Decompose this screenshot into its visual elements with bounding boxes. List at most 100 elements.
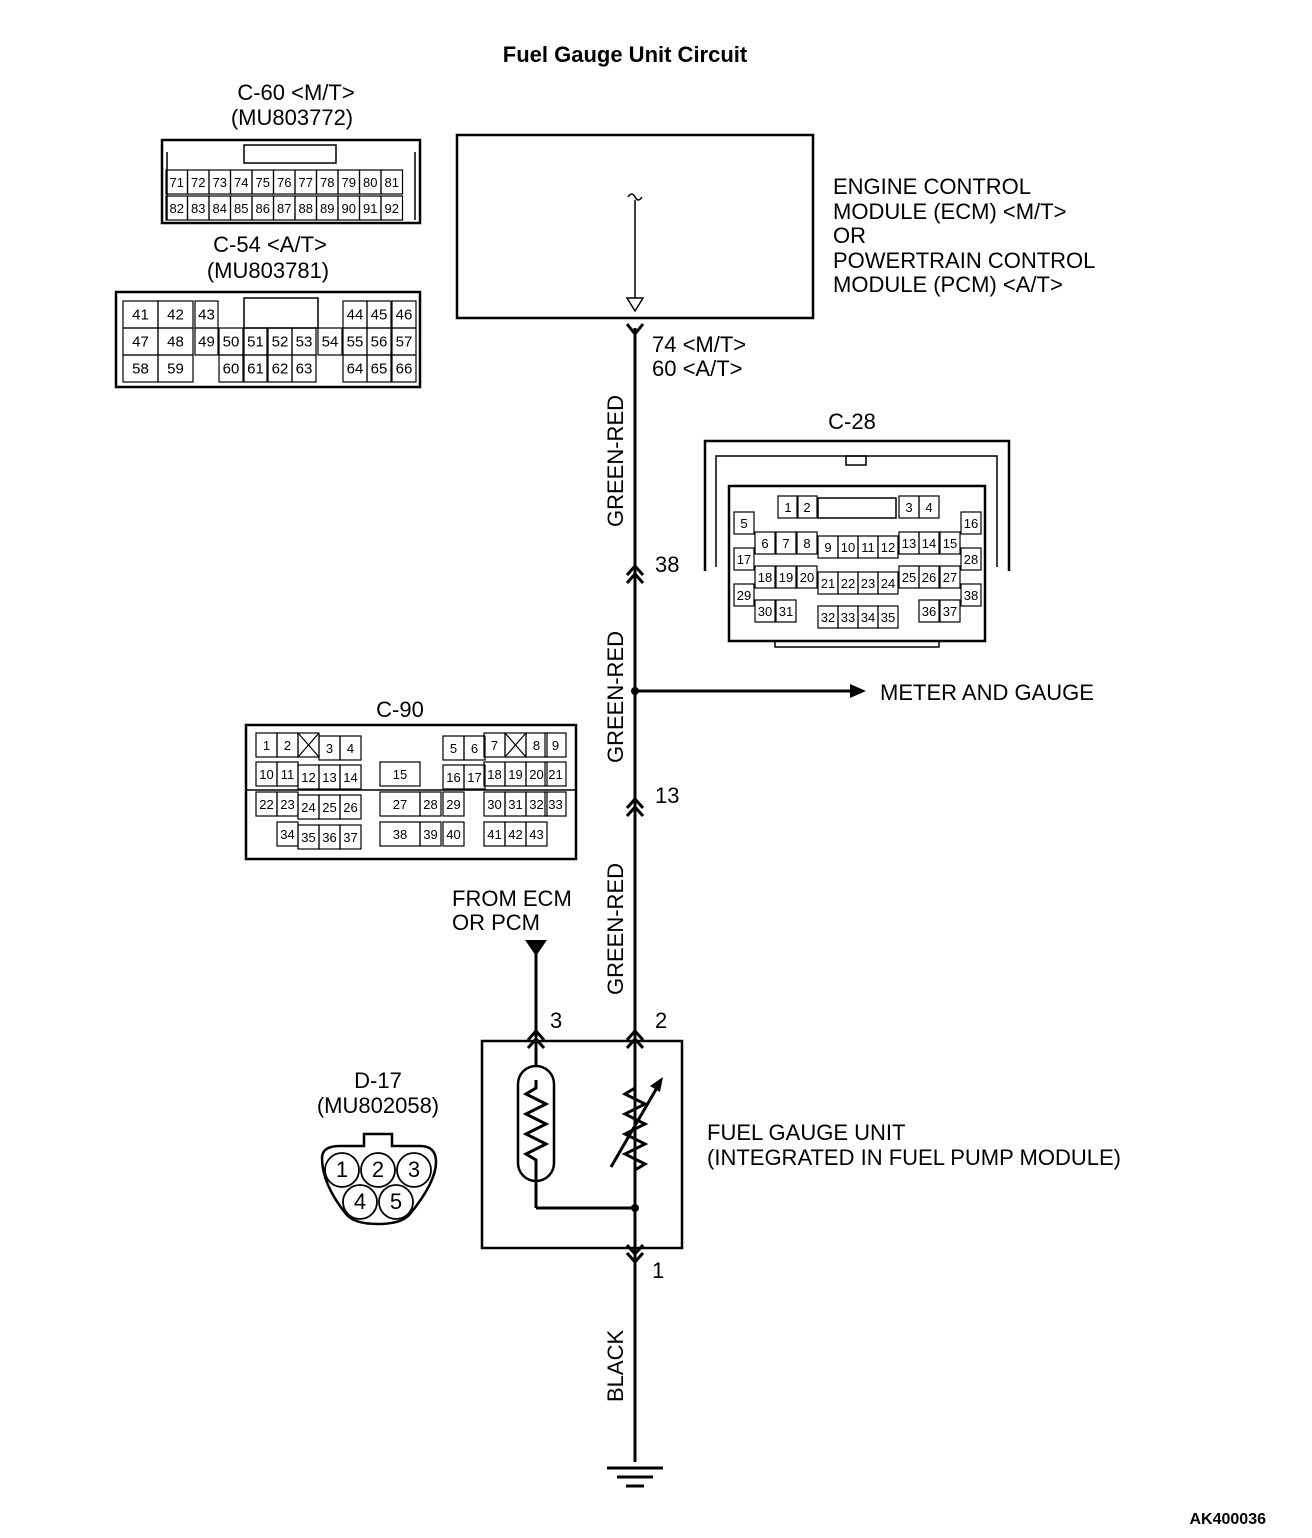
c28-pin: 30: [754, 599, 776, 623]
c28-pin-label: 30: [758, 604, 772, 619]
c60-pin: 86: [251, 195, 275, 221]
wire-color-seg1: GREEN-RED: [603, 395, 628, 527]
c28-pin-cell: [939, 531, 961, 555]
c28-pin-label: 11: [861, 540, 875, 555]
c90-pin: 7: [483, 732, 506, 758]
c90-pin: 17: [463, 764, 486, 790]
c54-pin: 45: [366, 300, 392, 329]
c54-pin-label: 61: [247, 361, 264, 378]
c28-pin-label: 20: [800, 570, 814, 585]
gauge-pin2-label: 2: [655, 1008, 667, 1033]
c90-pin-label: 26: [343, 800, 357, 815]
c28-pin-cell: [733, 583, 755, 607]
c28-pin-label: 7: [782, 536, 789, 551]
d17-pin-label: 5: [390, 1189, 402, 1214]
c90-pin-label: 7: [491, 738, 498, 753]
c60-pin-label: 92: [385, 201, 399, 216]
c28-pin-label: 5: [740, 516, 747, 531]
c90-pin: 27: [379, 791, 421, 817]
c54-pin: 63: [291, 354, 317, 383]
c28-pin: 15: [939, 531, 961, 555]
c60-pin-label: 83: [191, 201, 205, 216]
c54-pin-label: 58: [132, 361, 149, 378]
ecm-pin-at: 60 <A/T>: [652, 356, 743, 381]
c90-pin: 36: [318, 824, 341, 850]
c28-pin: 28: [960, 547, 982, 571]
c90-pin: 40: [442, 821, 465, 847]
c90-pin: 22: [255, 791, 278, 817]
c28-pin: 21: [817, 571, 839, 595]
c54-pin-label: 50: [223, 334, 240, 351]
c54-pin-label: 47: [132, 334, 149, 351]
c28-pin-cell: [796, 565, 818, 589]
c90-pin-label: 17: [467, 770, 481, 785]
c90-pin-label: 35: [301, 830, 315, 845]
c60-body: [160, 138, 422, 225]
c28-pin-cell: [733, 511, 755, 535]
d17-pin: 5: [378, 1184, 414, 1220]
c60-pin-label: 72: [191, 175, 205, 190]
d17-pin: 1: [324, 1152, 360, 1188]
c54-pin-label: 46: [396, 307, 413, 324]
c28-pin-label: 23: [861, 576, 875, 591]
c60-pin-label: 90: [342, 201, 356, 216]
c28-pin-cell: [960, 547, 982, 571]
c60-pin-label: 84: [213, 201, 227, 216]
c54-pin: 47: [122, 327, 159, 356]
c28-pin-label: 25: [902, 570, 916, 585]
c60-pin: 74: [229, 169, 253, 195]
c54-pin-label: 52: [272, 334, 289, 351]
c90-pin-label: 42: [508, 827, 522, 842]
c90-pin-label: 39: [423, 827, 437, 842]
c28-pin-label: 4: [925, 500, 932, 515]
c90-pin: 32: [525, 791, 548, 817]
c54-pin: 65: [366, 354, 392, 383]
c28-pin-label: 14: [922, 536, 936, 551]
c60-pin: 92: [380, 195, 404, 221]
c90-pin: 39: [419, 821, 442, 847]
ecm-terminal-triangle: [625, 297, 645, 313]
d17-pin: 3: [396, 1152, 432, 1188]
c60-pin-label: 86: [256, 201, 270, 216]
c28-pin: 27: [939, 565, 961, 589]
c54-pin-label: 43: [198, 307, 215, 324]
c54-pin-label: 41: [132, 307, 149, 324]
ecm-pin-mt: 74 <M/T>: [652, 332, 746, 357]
c28-pin-cell: [960, 583, 982, 607]
c90-pin-label: 43: [529, 827, 543, 842]
c54-pin-label: 57: [396, 334, 413, 351]
c54-pin-label: 63: [296, 361, 313, 378]
c28-pin: 35: [877, 605, 899, 629]
c90-pin: 13: [318, 764, 341, 790]
meter-arrow: [850, 684, 866, 698]
c28-pin: 38: [960, 583, 982, 607]
c90-pin-cell: [525, 791, 548, 817]
c60-pin: 83: [186, 195, 210, 221]
c54-pin-label: 42: [167, 307, 184, 324]
c90-pin: 6: [463, 735, 486, 761]
meter-label: METER AND GAUGE: [880, 680, 1094, 705]
c28-pin: 13: [898, 531, 920, 555]
c60-part: (MU803772): [231, 105, 353, 130]
c28-pin-cell: [796, 495, 818, 519]
c54-pin-label: 64: [347, 361, 364, 378]
c60-pin: 87: [272, 195, 296, 221]
c28-pin: 20: [796, 565, 818, 589]
junction-13-label: 13: [655, 783, 679, 808]
c54-pin-label: 55: [347, 334, 364, 351]
c60-name: C-60 <M/T>: [237, 80, 354, 105]
c54-pin-cell: [157, 354, 194, 383]
c60-pin-label: 79: [342, 175, 356, 190]
c60-pin: 78: [315, 169, 339, 195]
c28-pin: 26: [918, 565, 940, 589]
c90-pin-label: 38: [393, 827, 407, 842]
c28-pin: 23: [857, 571, 879, 595]
c28-pin-cell: [754, 565, 776, 589]
c90-pin: 43: [525, 821, 548, 847]
c28-pin: 6: [754, 531, 776, 555]
d17-pin-label: 4: [354, 1189, 366, 1214]
